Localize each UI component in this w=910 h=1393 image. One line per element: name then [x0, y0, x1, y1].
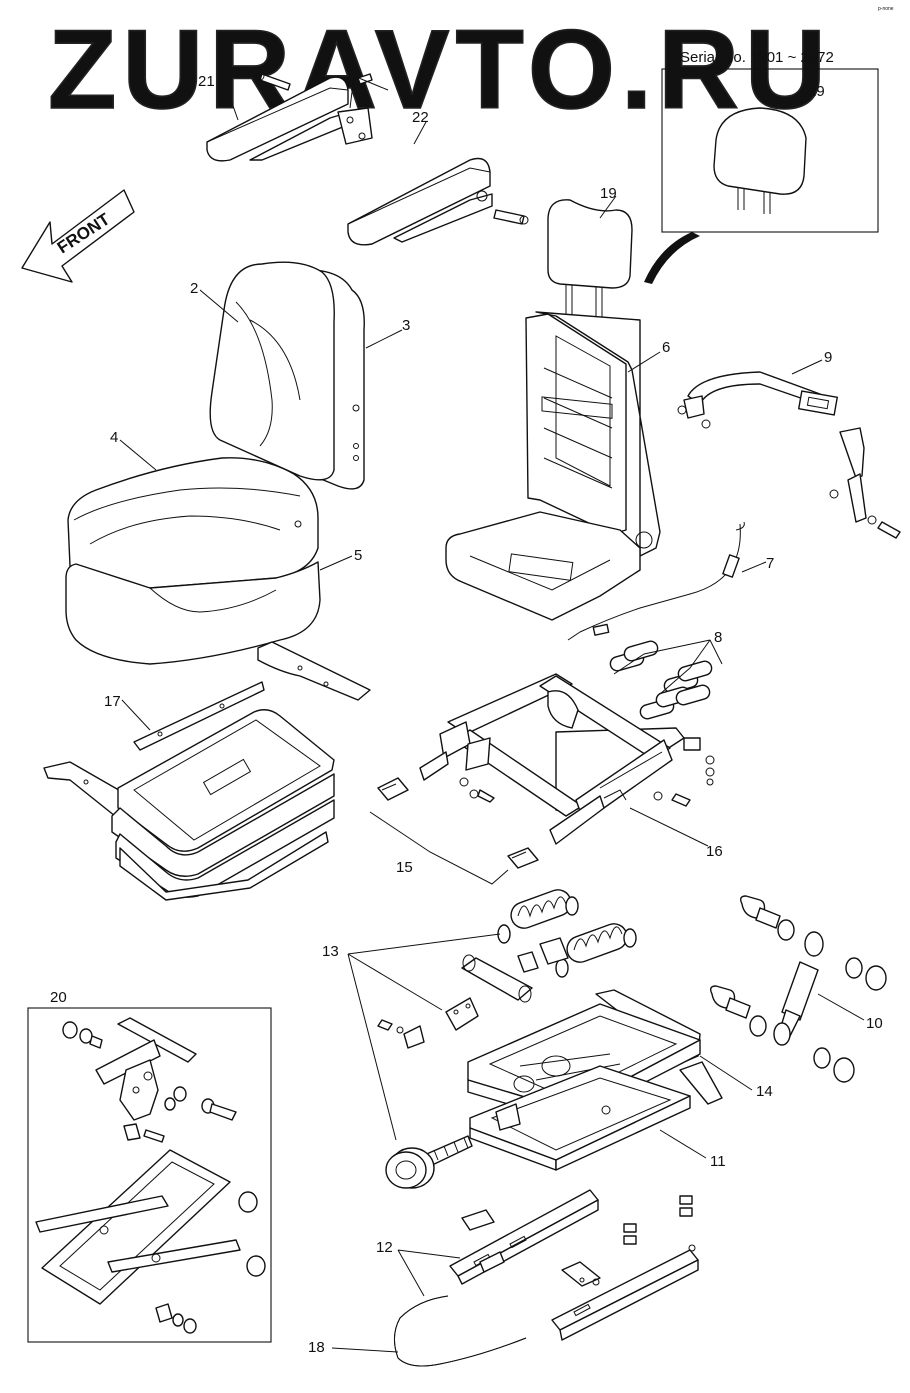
inset-pointer-icon [644, 232, 700, 284]
callout-8: 8 [714, 629, 722, 646]
spring-set-part [609, 640, 713, 720]
suspension-spring-set-part [377, 889, 637, 1049]
serial-note: Serial No. 1001 ~ 2972 [680, 49, 834, 66]
adjust-knob-part [385, 1135, 473, 1189]
slide-rail-frame-part [419, 673, 715, 845]
bellows-suspension-part [43, 641, 371, 901]
callout-10: 10 [866, 1015, 883, 1032]
shock-absorber-part [709, 895, 887, 1083]
armrest-right-part [347, 157, 529, 246]
seat-frame-part [445, 311, 661, 621]
callout-4: 4 [110, 429, 118, 446]
callout-20: 20 [50, 989, 67, 1006]
callout-2: 2 [190, 280, 198, 297]
callout-21: 21 [198, 73, 215, 90]
seat-base-part [65, 561, 321, 665]
seat-rails-part [449, 1189, 699, 1341]
scissor-suspension-part [467, 989, 723, 1171]
bracket-assembly-part [35, 1017, 266, 1334]
backrest-cushion-part [209, 261, 365, 490]
serial-inset-box [661, 68, 879, 233]
release-cable-part [567, 521, 745, 641]
callout-16: 16 [706, 843, 723, 860]
leader-lines [119, 75, 865, 1353]
callout-22: 22 [412, 109, 429, 126]
callout-14: 14 [756, 1083, 773, 1100]
callout-12: 12 [376, 1239, 393, 1256]
headrest-part [547, 199, 633, 318]
callout-3: 3 [402, 317, 410, 334]
callout-7: 7 [766, 555, 774, 572]
front-arrow-icon: FRONT [21, 189, 135, 283]
inset-box-20 [27, 1007, 272, 1343]
callout-5: 5 [354, 547, 362, 564]
callout-13: 13 [322, 943, 339, 960]
lever-rod-part [394, 1295, 527, 1367]
corner-mark: p-none [878, 6, 894, 12]
callout-19-main: 19 [600, 185, 617, 202]
callout-17: 17 [104, 693, 121, 710]
callout-19-inset: 19 [808, 83, 825, 100]
headrest-inset-part [713, 107, 807, 214]
armrest-left-part [206, 71, 373, 162]
clip-parts [369, 777, 539, 885]
seat-belt-part [677, 371, 901, 539]
seat-cushion-part [67, 457, 319, 589]
callout-9: 9 [824, 349, 832, 366]
callout-labels: 2 3 4 5 6 7 8 9 10 11 12 13 14 15 16 17 … [50, 73, 883, 1356]
callout-11: 11 [710, 1153, 726, 1170]
callout-15: 15 [396, 859, 413, 876]
callout-18: 18 [308, 1339, 325, 1356]
callout-6: 6 [662, 339, 670, 356]
